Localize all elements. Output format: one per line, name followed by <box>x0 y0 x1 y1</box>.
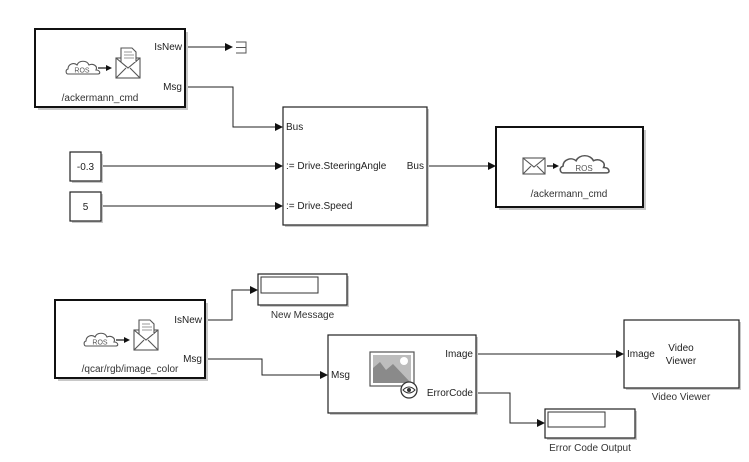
block-caption: Error Code Output <box>549 443 631 454</box>
wire-image-to-viewer[interactable] <box>476 350 624 358</box>
block-topic: /qcar/rgb/image_color <box>82 364 179 375</box>
svg-text:ROS: ROS <box>74 68 90 75</box>
display-block-new-message[interactable]: New Message <box>257 273 349 321</box>
video-viewer-block[interactable]: Image Video Viewer Video Viewer <box>623 319 741 403</box>
port-isnew: IsNew <box>154 42 183 53</box>
port-bus-in: Bus <box>286 122 303 133</box>
wire-errorcode-to-display[interactable] <box>476 392 545 427</box>
port-bus-out: Bus <box>407 161 424 172</box>
constant-value: -0.3 <box>77 162 95 173</box>
block-topic: /ackermann_cmd <box>62 93 139 104</box>
port-speed: := Drive.Speed <box>286 201 352 212</box>
constant-value: 5 <box>83 202 89 213</box>
port-msg-in: Msg <box>331 370 350 381</box>
block-caption: New Message <box>271 310 335 321</box>
port-steering-angle: := Drive.SteeringAngle <box>286 161 387 172</box>
bus-assignment-block[interactable]: Bus := Drive.SteeringAngle := Drive.Spee… <box>282 106 429 227</box>
display-block-error-code[interactable]: Error Code Output <box>544 408 637 454</box>
display-value-field <box>260 276 319 294</box>
port-image-in: Image <box>627 349 655 360</box>
port-msg: Msg <box>183 354 202 365</box>
block-caption: Video Viewer <box>652 392 711 403</box>
port-image-out: Image <box>445 349 473 360</box>
ros-cloud-icon: ROS <box>65 60 101 75</box>
image-icon <box>369 351 415 387</box>
svg-text:ROS: ROS <box>575 164 592 173</box>
terminator-block[interactable] <box>236 41 247 54</box>
ros-subscribe-block-image[interactable]: ROS /qcar/rgb/image_color IsNew Msg <box>54 299 208 381</box>
ros-publish-block-ackermann[interactable]: ROS /ackermann_cmd <box>495 126 646 210</box>
eye-icon <box>400 381 418 399</box>
wire-isnew-to-display[interactable] <box>205 286 258 321</box>
port-isnew: IsNew <box>174 315 203 326</box>
ros-cloud-icon: ROS <box>559 154 610 174</box>
port-msg: Msg <box>163 82 182 93</box>
wire-msg-to-bus[interactable] <box>185 86 283 131</box>
read-image-block[interactable]: Msg Image ErrorCode <box>327 334 478 415</box>
display-value-field <box>547 411 606 428</box>
constant-block-steering[interactable]: -0.3 <box>69 151 103 183</box>
svg-text:ROS: ROS <box>92 340 108 347</box>
ros-subscribe-block-ackermann[interactable]: ROS /ackermann_cmd IsNew Msg <box>34 28 188 110</box>
envelope-icon <box>522 157 546 175</box>
wire-isnew-to-terminator[interactable] <box>185 43 233 51</box>
wire-bus-to-publisher[interactable] <box>427 162 496 170</box>
wire-msg-to-read-image[interactable] <box>205 358 328 379</box>
constant-block-speed[interactable]: 5 <box>69 191 103 223</box>
wire-speed-to-bus[interactable] <box>101 202 283 210</box>
block-title-line2: Viewer <box>666 356 697 367</box>
ros-cloud-icon: ROS <box>83 332 119 347</box>
block-title-line1: Video <box>668 343 694 354</box>
block-topic: /ackermann_cmd <box>531 189 608 200</box>
wire-steer-to-bus[interactable] <box>101 162 283 170</box>
port-errorcode-out: ErrorCode <box>427 388 474 399</box>
